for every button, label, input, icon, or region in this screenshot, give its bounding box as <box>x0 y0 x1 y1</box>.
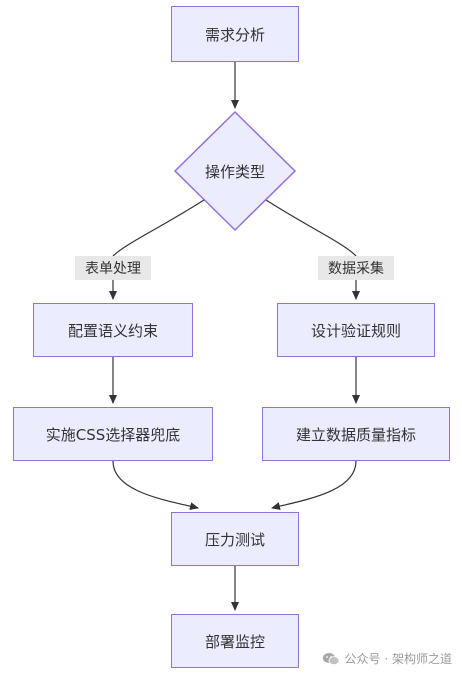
node-stress-test: 压力测试 <box>171 512 299 566</box>
edge-metrics-to-stress <box>271 460 357 510</box>
edge-fallback-to-stress <box>112 460 199 511</box>
edge-type-to-data-label <box>265 199 357 257</box>
node-semantic-constraints: 配置语义约束 <box>33 303 193 357</box>
decision-label: 操作类型 <box>176 156 294 186</box>
edge-label-text: 表单处理 <box>85 261 141 277</box>
watermark-text: 公众号 · 架构师之道 <box>344 652 452 666</box>
edge-type-to-form-label <box>112 199 205 257</box>
node-label: 需求分析 <box>204 25 265 44</box>
decision-diamond <box>173 110 297 232</box>
node-validation-rules: 设计验证规则 <box>277 303 435 357</box>
node-label: 配置语义约束 <box>67 321 158 340</box>
watermark: 公众号 · 架构师之道 <box>322 650 452 667</box>
node-requirement-analysis: 需求分析 <box>171 6 299 62</box>
node-label: 压力测试 <box>204 530 265 549</box>
node-css-selector-fallback: 实施CSS选择器兜底 <box>13 407 213 461</box>
decision-text: 操作类型 <box>204 162 265 181</box>
node-deploy-monitoring: 部署监控 <box>171 614 299 668</box>
node-label: 设计验证规则 <box>310 321 401 340</box>
wechat-icon <box>322 652 339 665</box>
edge-label-text: 数据采集 <box>328 261 384 277</box>
node-label: 部署监控 <box>204 632 265 651</box>
edge-label-form-processing: 表单处理 <box>75 256 151 280</box>
node-label: 建立数据质量指标 <box>295 425 416 444</box>
node-data-quality-metrics: 建立数据质量指标 <box>262 407 450 461</box>
node-label: 实施CSS选择器兜底 <box>45 425 181 444</box>
edge-label-data-collection: 数据采集 <box>318 256 394 280</box>
